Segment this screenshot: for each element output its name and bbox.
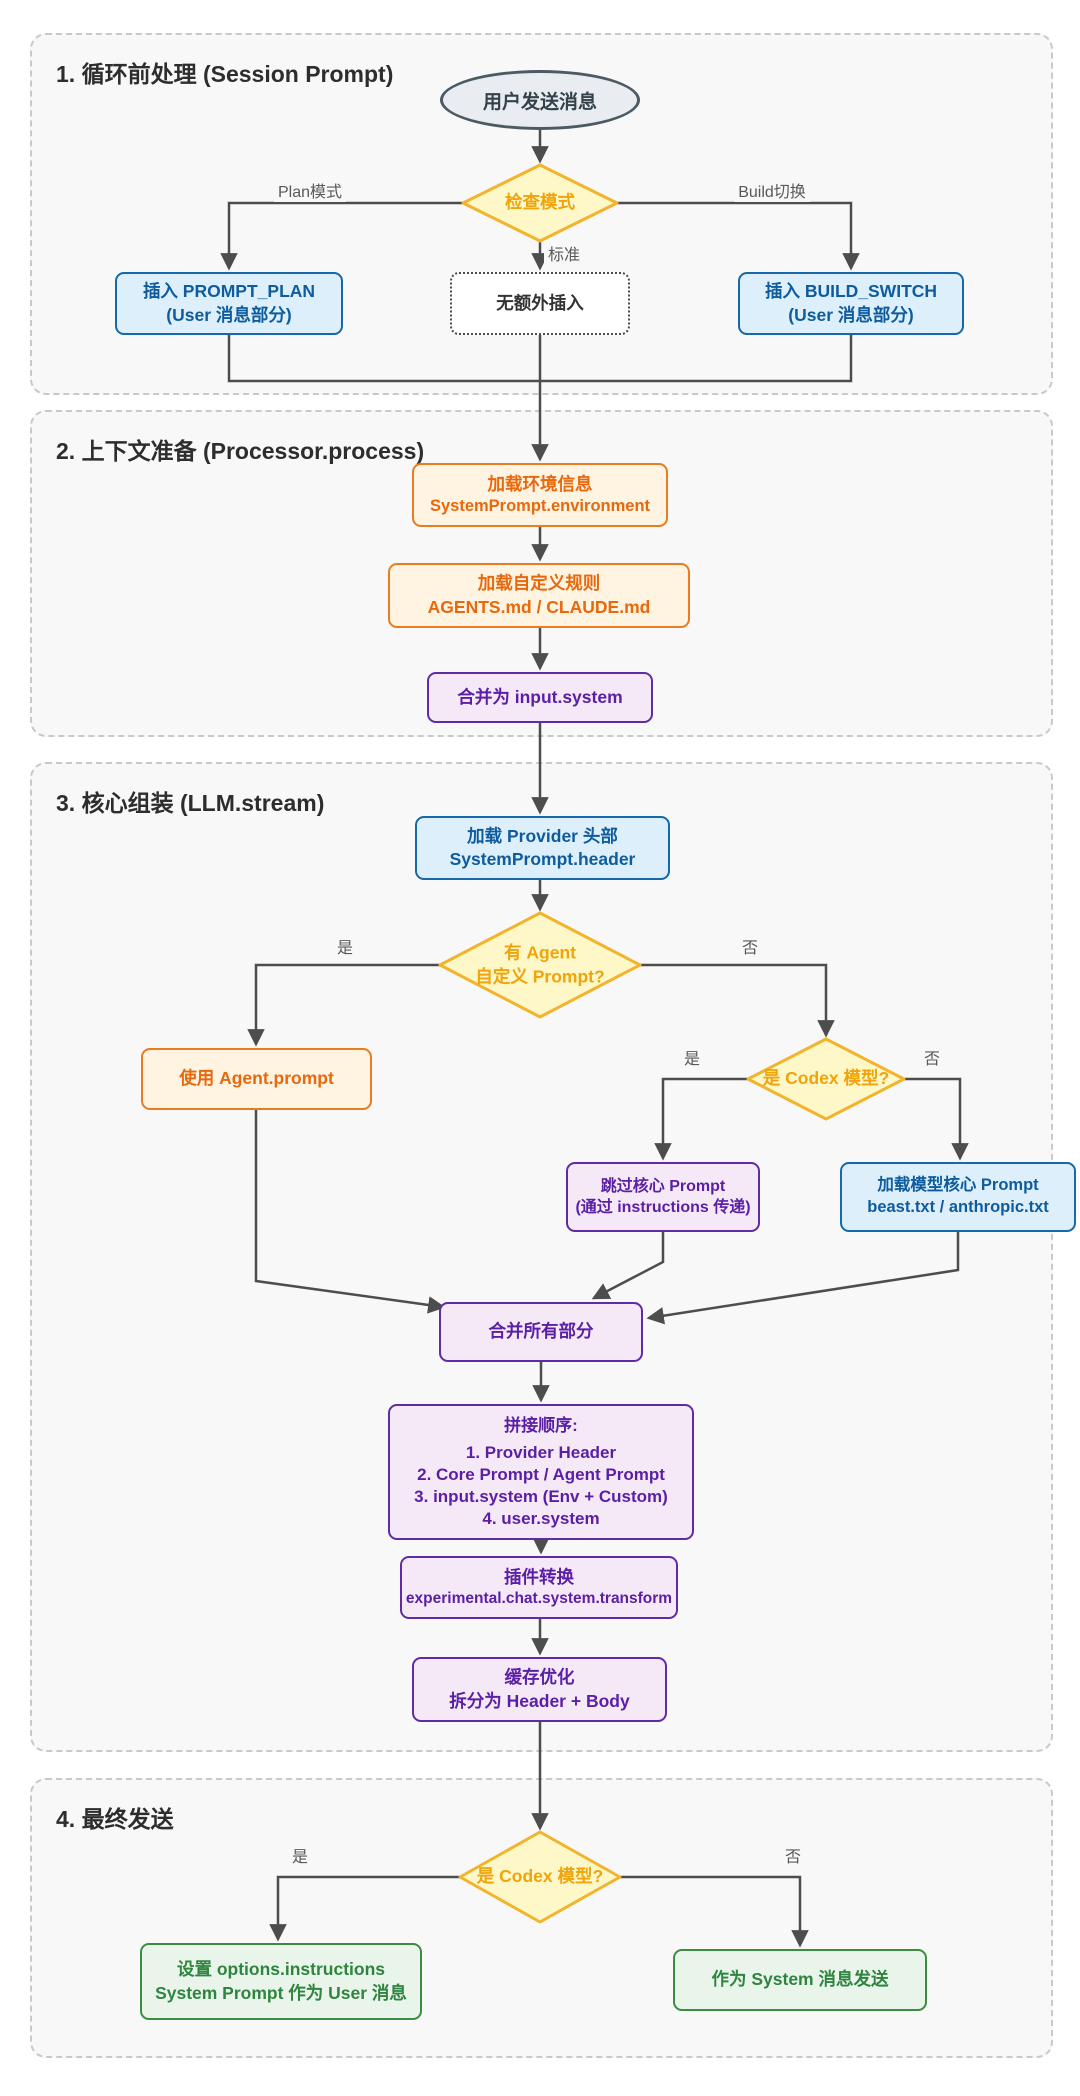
edge-skipcore-mergeall [591,1232,665,1300]
edge-label-plan-mode: Plan模式 [273,178,347,202]
node-set-options-instructions: 设置 options.instructions System Prompt 作为… [140,1943,422,2020]
node-merge-all-parts: 合并所有部分 [439,1302,643,1362]
edge-codex1-no [904,1077,969,1161]
edge-codex2-no [620,1875,809,1948]
node-no-extra-insert: 无额外插入 [450,272,630,335]
diamond-is-codex-1 [746,1037,906,1121]
node-send-as-system: 作为 System 消息发送 [673,1949,927,2011]
check-mode-label: 检查模式 [505,192,575,213]
node-env-info: 加载环境信息 SystemPrompt.environment [412,463,668,527]
edge-hasagent-no [640,963,835,1038]
edge-plan-mode [220,201,463,271]
edge-label-no1: 否 [737,934,763,958]
edge-label-build-switch: Build切换 [734,178,810,202]
edge-label-yes1: 是 [332,934,358,958]
edge-codex2-yes [269,1875,460,1942]
section-title-3: 3. 核心组装 (LLM.stream) [56,790,325,816]
is-codex-2-label: 是 Codex 模型? [476,1866,604,1887]
edge-label-yes3: 是 [287,1843,313,1867]
section-title-2: 2. 上下文准备 (Processor.process) [56,438,425,464]
node-plugin-transform: 插件转换 experimental.chat.system.transform [400,1556,678,1619]
diamond-is-codex-2 [458,1830,622,1924]
node-custom-rules: 加载自定义规则 AGENTS.md / CLAUDE.md [388,563,690,628]
node-concat-order: 拼接顺序: 1. Provider Header 2. Core Prompt … [388,1404,694,1540]
has-agent-prompt-label: 有 Agent 自定义 Prompt? [475,942,605,986]
edge-loadcore-mergeall [646,1232,960,1325]
node-use-agent-prompt: 使用 Agent.prompt [141,1048,372,1110]
node-insert-prompt-plan: 插入 PROMPT_PLAN (User 消息部分) [115,272,343,335]
edge-label-yes2: 是 [679,1045,705,1069]
edge-build-switch [617,201,860,271]
edge-label-no2: 否 [919,1045,945,1069]
edge-label-no3: 否 [780,1843,806,1867]
node-provider-header: 加载 Provider 头部 SystemPrompt.header [415,816,670,880]
edge-merge-left [227,335,540,383]
start-node-label: 用户发送消息 [482,91,597,113]
node-load-core-prompt: 加载模型核心 Prompt beast.txt / anthropic.txt [840,1162,1076,1232]
edge-merge-right [540,335,853,383]
edge-codex1-yes [654,1077,748,1161]
node-insert-build-switch: 插入 BUILD_SWITCH (User 消息部分) [738,272,964,335]
node-skip-core-prompt: 跳过核心 Prompt (通过 instructions 传递) [566,1162,760,1232]
start-node: 用户发送消息 [440,70,640,130]
edge-agentprompt-mergeall [254,1110,446,1314]
node-merge-input-system: 合并为 input.system [427,672,653,723]
section-title-4: 4. 最终发送 [56,1806,174,1832]
is-codex-1-label: 是 Codex 模型? [762,1068,890,1089]
node-cache-optimization: 缓存优化 拆分为 Header + Body [412,1657,667,1722]
section-title-1: 1. 循环前处理 (Session Prompt) [56,61,394,87]
edge-label-standard: 标准 [543,241,585,265]
diamond-has-agent-prompt [438,911,642,1019]
edge-hasagent-yes [247,963,440,1047]
diamond-check-mode [461,163,619,243]
